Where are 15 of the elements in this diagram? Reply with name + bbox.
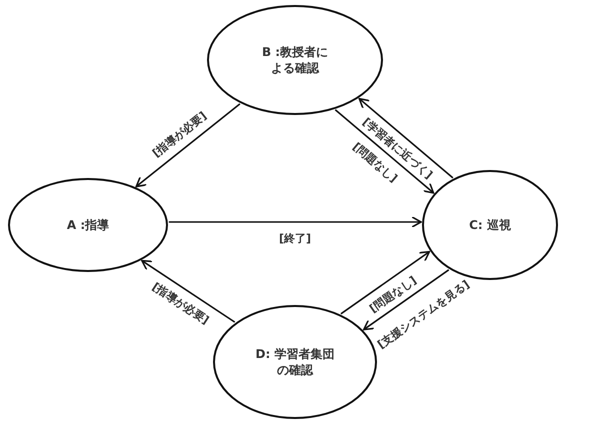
state-label: A :指導: [66, 216, 110, 234]
arrow: [168, 216, 422, 228]
arrow: [334, 109, 434, 194]
arrow: [363, 269, 450, 330]
edge-label: [問題なし]: [368, 274, 418, 314]
arrow: [141, 260, 236, 323]
arrow: [340, 250, 430, 314]
state-label: B :教授者による確認: [260, 44, 330, 76]
arrow: [358, 98, 454, 178]
edge-label: [終了]: [278, 232, 312, 244]
edge-label: [指導が必要]: [150, 110, 208, 159]
edge-label: [指導が必要]: [150, 280, 211, 326]
state-label: C: 巡視: [468, 216, 512, 234]
state-label: D: 学習者集団の確認: [254, 346, 336, 378]
arrow: [135, 103, 240, 188]
